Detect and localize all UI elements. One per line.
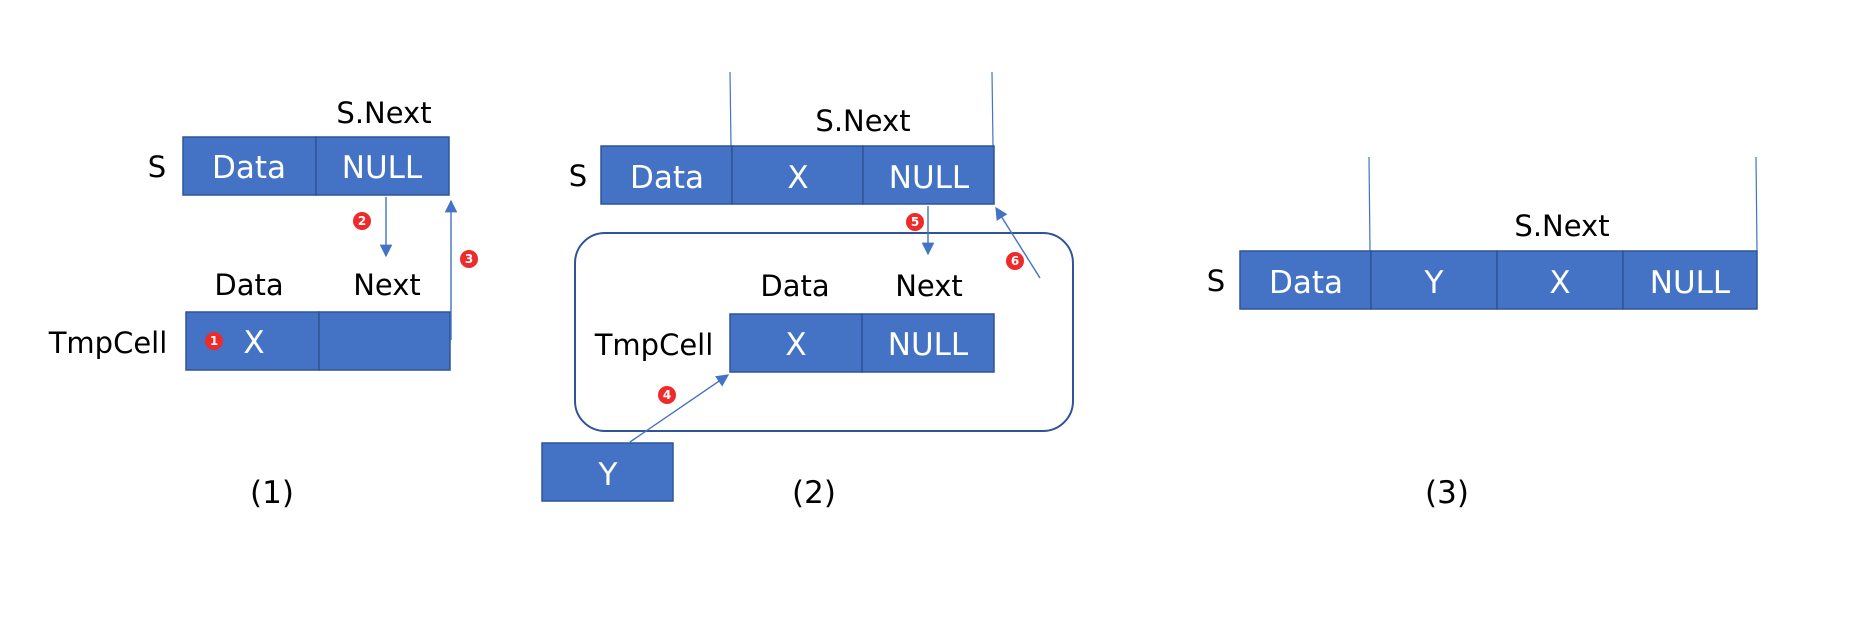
panel-3: S.Next S Data Y X NULL (3) bbox=[1207, 156, 1758, 511]
s-label: S bbox=[569, 159, 587, 193]
tmpcell-group-frame bbox=[574, 232, 1074, 432]
tmp-data-text: X bbox=[785, 327, 806, 363]
tmp-next-header: Next bbox=[353, 268, 421, 302]
step-badge-3: 3 bbox=[460, 250, 478, 268]
tmp-next-cell bbox=[861, 313, 995, 373]
caption-3: (3) bbox=[1425, 475, 1469, 511]
s-next-text: NULL bbox=[342, 150, 423, 186]
s-next-label: S.Next bbox=[1514, 209, 1609, 243]
s-null-cell bbox=[1622, 250, 1758, 310]
s-next-cell bbox=[315, 136, 450, 196]
caption-2: (2) bbox=[792, 475, 836, 511]
y-text: Y bbox=[598, 457, 618, 493]
svg-text:3: 3 bbox=[465, 252, 473, 266]
tmpcell-node: X bbox=[185, 311, 451, 371]
s-node: Data NULL bbox=[182, 136, 450, 196]
y-node: Y bbox=[541, 442, 674, 502]
s-x-cell bbox=[731, 145, 864, 205]
s-null-cell bbox=[862, 145, 995, 205]
svg-text:5: 5 bbox=[911, 215, 919, 229]
tmpcell-node: X NULL bbox=[729, 313, 995, 373]
s-node: Data Y X NULL bbox=[1239, 250, 1758, 310]
cut-line-left bbox=[1368, 156, 1371, 252]
panel-1: S.Next S Data NULL Data Next TmpCell X 1… bbox=[48, 96, 478, 511]
tmp-data-header: Data bbox=[760, 269, 829, 303]
cut-line-right bbox=[991, 71, 994, 147]
s-data-text: Data bbox=[212, 150, 286, 186]
s-x-text: X bbox=[787, 160, 808, 196]
cut-line-right bbox=[1755, 156, 1758, 252]
tmpcell-label: TmpCell bbox=[594, 328, 714, 362]
tmp-next-cell bbox=[318, 311, 451, 371]
svg-text:2: 2 bbox=[358, 214, 366, 228]
caption-1: (1) bbox=[250, 475, 294, 511]
step-badge-2: 2 bbox=[353, 212, 371, 230]
s-data-cell bbox=[182, 136, 317, 196]
tmpcell-label: TmpCell bbox=[48, 326, 168, 360]
s-data-text: Data bbox=[630, 160, 704, 196]
s-null-text: NULL bbox=[1650, 265, 1731, 301]
tmp-next-header: Next bbox=[895, 269, 963, 303]
step-badge-4: 4 bbox=[658, 386, 676, 404]
svg-text:6: 6 bbox=[1011, 254, 1019, 268]
s-next-label: S.Next bbox=[336, 96, 431, 130]
s-y-text: Y bbox=[1424, 265, 1444, 301]
tmp-data-header: Data bbox=[214, 268, 283, 302]
svg-text:4: 4 bbox=[663, 388, 671, 402]
s-data-cell bbox=[600, 145, 733, 205]
arrow-step-4 bbox=[629, 374, 730, 443]
arrow-step-6 bbox=[995, 206, 1041, 279]
step-badge-6: 6 bbox=[1006, 252, 1024, 270]
s-next-label: S.Next bbox=[815, 104, 910, 138]
s-data-text: Data bbox=[1269, 265, 1343, 301]
svg-text:1: 1 bbox=[210, 334, 218, 348]
y-cell bbox=[541, 442, 674, 502]
tmp-next-text: NULL bbox=[888, 327, 969, 363]
s-null-text: NULL bbox=[889, 160, 970, 196]
s-label: S bbox=[148, 150, 166, 184]
s-x-text: X bbox=[1549, 265, 1570, 301]
s-node: Data X NULL bbox=[600, 145, 995, 205]
cut-line-left bbox=[729, 71, 732, 147]
s-label: S bbox=[1207, 264, 1225, 298]
panel-2: S.Next S Data X NULL Data Next TmpCell X… bbox=[541, 71, 1074, 511]
s-y-cell bbox=[1370, 250, 1498, 310]
step-badge-5: 5 bbox=[906, 213, 924, 231]
tmp-data-text: X bbox=[243, 325, 264, 361]
s-data-cell bbox=[1239, 250, 1372, 310]
step-badge-1: 1 bbox=[205, 332, 223, 350]
s-x-cell bbox=[1496, 250, 1624, 310]
